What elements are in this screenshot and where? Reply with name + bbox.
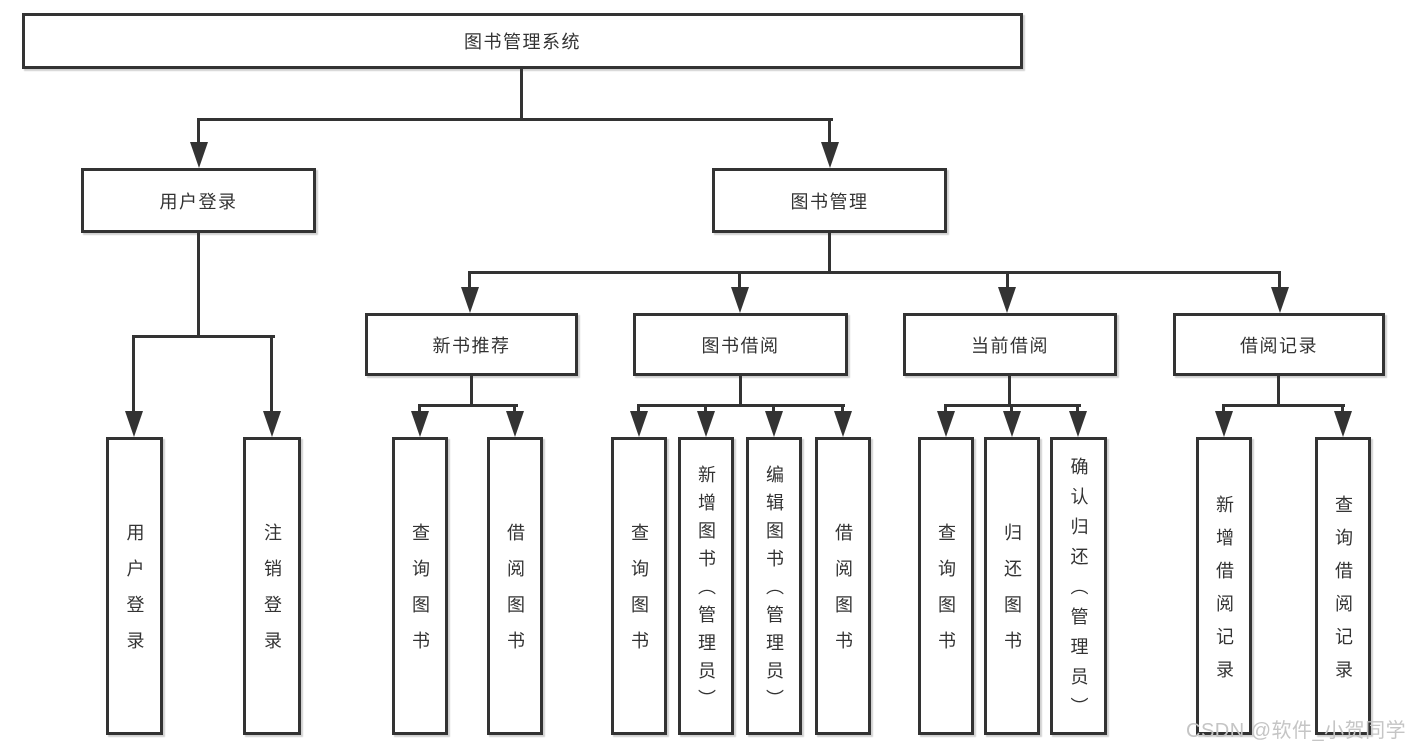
arrow-down-icon (263, 411, 281, 437)
connector-stub (418, 404, 421, 414)
connector-stub (1076, 404, 1079, 414)
arrow-down-icon (834, 411, 852, 437)
connector-stub (828, 118, 831, 144)
node-user-login: 用户登录 (81, 168, 316, 233)
connector-group-hline (1222, 404, 1345, 407)
connector-group-trunk (470, 376, 473, 407)
connector-book-mgmt-trunk (828, 232, 831, 274)
connector-user-login-trunk (197, 233, 200, 338)
leaf-confirm-return-admin: 确认归还（管理员） (1050, 437, 1107, 735)
node-current-borrowing: 当前借阅 (903, 313, 1117, 376)
node-label: 图书管理 (790, 191, 869, 212)
connector-stub (704, 404, 707, 414)
leaf-query-books-borrowing: 查询图书 (611, 437, 667, 735)
connector-stub (944, 404, 947, 414)
connector-stub (841, 404, 844, 414)
watermark-text: CSDN @软件_小贺同学 (1186, 720, 1405, 742)
arrow-down-icon (1334, 411, 1352, 437)
connector-group-hline (637, 404, 845, 407)
leaf-query-borrow-record: 查询借阅记录 (1315, 437, 1371, 735)
arrow-down-icon (1003, 411, 1021, 437)
leaf-query-books-current: 查询图书 (918, 437, 974, 735)
arrow-down-icon (630, 411, 648, 437)
connector-group-trunk (739, 376, 742, 407)
connector-root-hline (197, 118, 833, 121)
node-label: 新书推荐 (432, 335, 511, 356)
node-label: 图书管理系统 (464, 32, 581, 52)
connector-root-trunk (520, 69, 523, 120)
leaf-label: 编辑图书（管理员） (764, 465, 784, 717)
leaf-label: 归还图书 (1002, 523, 1022, 667)
leaf-label: 查询图书 (936, 523, 956, 667)
leaf-add-book-admin: 新增图书（管理员） (678, 437, 734, 735)
connector-stub (738, 271, 741, 288)
connector-stub (637, 404, 640, 414)
leaf-label: 借阅图书 (505, 523, 525, 667)
connector-user-login-hline (132, 335, 275, 338)
connector-group-hline (419, 404, 518, 407)
leaf-query-books-recommend: 查询图书 (392, 437, 448, 735)
leaf-label: 用户登录 (124, 523, 145, 667)
arrow-down-icon (1069, 411, 1087, 437)
leaf-label: 新增借阅记录 (1214, 494, 1234, 693)
connector-stub (1010, 404, 1013, 414)
connector-group-trunk (1277, 376, 1280, 407)
leaf-label: 查询图书 (629, 523, 649, 667)
arrow-down-icon (821, 142, 839, 168)
connector-stub (1341, 404, 1344, 414)
arrow-down-icon (125, 411, 143, 437)
node-label: 图书借阅 (701, 335, 780, 356)
arrow-down-icon (731, 287, 749, 313)
arrow-down-icon (1215, 411, 1233, 437)
arrow-down-icon (506, 411, 524, 437)
leaf-label: 新增图书（管理员） (696, 465, 716, 717)
node-library-management-system: 图书管理系统 (22, 13, 1023, 69)
leaf-borrow-books: 借阅图书 (815, 437, 871, 735)
arrow-down-icon (765, 411, 783, 437)
node-label: 借阅记录 (1240, 335, 1318, 356)
leaf-label: 借阅图书 (833, 523, 853, 667)
arrow-down-icon (937, 411, 955, 437)
node-book-borrowing: 图书借阅 (633, 313, 848, 376)
arrow-down-icon (411, 411, 429, 437)
connector-group-trunk (1008, 376, 1011, 407)
leaf-logout: 注销登录 (243, 437, 301, 735)
connector-stub (132, 335, 135, 413)
leaf-label: 查询图书 (410, 523, 430, 667)
arrow-down-icon (697, 411, 715, 437)
arrow-down-icon (998, 287, 1016, 313)
connector-stub (772, 404, 775, 414)
leaf-label: 确认归还（管理员） (1068, 457, 1089, 727)
leaf-add-borrow-record: 新增借阅记录 (1196, 437, 1252, 735)
connector-stub (1278, 271, 1281, 288)
leaf-label: 查询借阅记录 (1333, 494, 1353, 693)
leaf-edit-book-admin: 编辑图书（管理员） (746, 437, 802, 735)
node-borrowing-records: 借阅记录 (1173, 313, 1385, 376)
connector-stub (1006, 271, 1009, 288)
node-label: 当前借阅 (971, 335, 1049, 356)
connector-book-mgmt-hline (468, 271, 1281, 274)
connector-stub (270, 335, 273, 413)
connector-stub (468, 271, 471, 288)
leaf-user-login: 用户登录 (106, 437, 163, 735)
leaf-label: 注销登录 (262, 523, 282, 667)
connector-stub (197, 118, 200, 144)
connector-stub (513, 404, 516, 414)
leaf-borrow-books-recommend: 借阅图书 (487, 437, 543, 735)
connector-stub (1222, 404, 1225, 414)
node-new-book-recommendation: 新书推荐 (365, 313, 578, 376)
node-label: 用户登录 (159, 191, 238, 212)
node-book-management: 图书管理 (712, 168, 947, 233)
arrow-down-icon (1271, 287, 1289, 313)
arrow-down-icon (461, 287, 479, 313)
leaf-return-book: 归还图书 (984, 437, 1040, 735)
arrow-down-icon (190, 142, 208, 168)
